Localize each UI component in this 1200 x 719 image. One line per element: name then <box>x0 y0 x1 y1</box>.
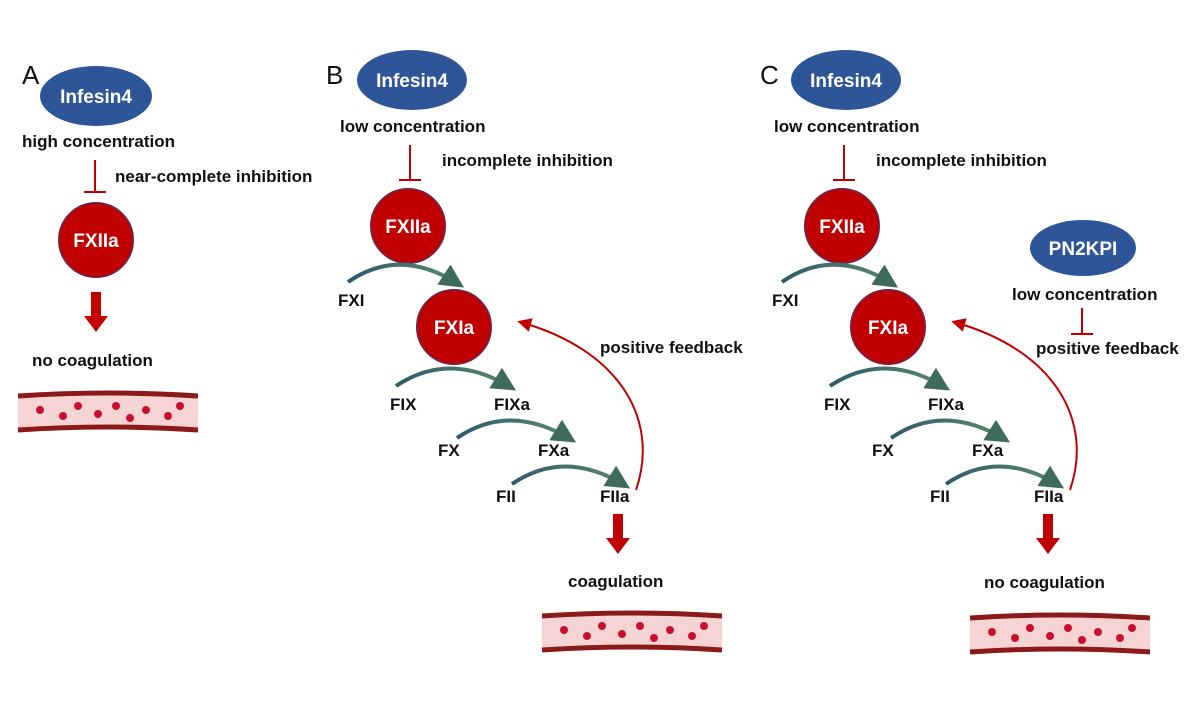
panel-b-fix: FIX <box>390 395 417 414</box>
panel-c-fii: FII <box>930 487 950 506</box>
panel-c-fix: FIX <box>824 395 851 414</box>
panel-c-infesin4-oval <box>791 50 901 110</box>
panel-b-infesin4-oval <box>357 50 467 110</box>
panel-a-block-arrow <box>84 292 108 332</box>
panel-b-fixa: FIXa <box>494 395 530 414</box>
panel-b-letter: B <box>326 60 343 90</box>
panel-b-fx-activation-arrow <box>455 418 577 443</box>
panel-c-blood-vessel <box>969 612 1151 655</box>
panel-c-pn2kpi-oval <box>1030 220 1136 276</box>
panel-b-fxia-label: FXIa <box>434 318 475 339</box>
panel-b-fxiia-label: FXIIa <box>385 217 431 238</box>
panel-b-fxiia-node <box>370 188 446 264</box>
panel-c-fx-activation-arrow <box>889 418 1011 443</box>
panel-c-concentration: low concentration <box>774 117 919 136</box>
panel-c-fiia: FIIa <box>1034 487 1064 506</box>
panel-c-feedback-arrow <box>951 318 1078 491</box>
panel-c-inhibition-symbol <box>833 145 855 181</box>
panel-c-fxia-node <box>850 289 926 365</box>
panel-b-fiia: FIIa <box>600 487 630 506</box>
panel-b-fxi-activation-arrow <box>346 262 465 288</box>
panel-c-feedback-label: positive feedback <box>1036 339 1179 358</box>
panel-a-outcome: no coagulation <box>32 351 153 370</box>
panel-b-fxia-node <box>416 289 492 365</box>
panel-c-inhibition-label: incomplete inhibition <box>876 151 1047 170</box>
panel-b-fii: FII <box>496 487 516 506</box>
panel-c-pn2kpi-label: PN2KPI <box>1049 239 1118 260</box>
panel-c-fxi-activation-arrow <box>780 262 899 288</box>
panel-b-fxa: FXa <box>538 441 570 460</box>
panel-b-outcome: coagulation <box>568 572 663 591</box>
panel-b-fx: FX <box>438 441 460 460</box>
panel-c-fx: FX <box>872 441 894 460</box>
panel-c-fxia-label: FXIa <box>868 318 909 339</box>
panel-c-fixa: FIXa <box>928 395 964 414</box>
panel-c-block-arrow <box>1036 514 1060 554</box>
panel-b-concentration: low concentration <box>340 117 485 136</box>
panel-c-second-inhibition-symbol <box>1071 308 1093 335</box>
panel-c-fxa: FXa <box>972 441 1004 460</box>
panel-c-infesin4-label: Infesin4 <box>810 71 882 92</box>
panel-b-fxi: FXI <box>338 291 364 310</box>
panel-c-outcome: no coagulation <box>984 573 1105 592</box>
panel-a-inhibition-symbol <box>84 160 106 193</box>
panel-b-fii-activation-arrow <box>510 464 631 489</box>
panel-b: B Infesin4 low concentration incomplete … <box>326 50 743 653</box>
panel-a-infesin4-label: Infesin4 <box>60 87 132 108</box>
panel-b-feedback-label: positive feedback <box>600 338 743 357</box>
panel-a: A Infesin4 high concentration near-compl… <box>17 60 312 433</box>
panel-b-inhibition-label: incomplete inhibition <box>442 151 613 170</box>
panel-c-fii-activation-arrow <box>944 464 1065 489</box>
panel-b-block-arrow <box>606 514 630 554</box>
panel-b-feedback-arrow <box>517 318 644 491</box>
panel-b-infesin4-label: Infesin4 <box>376 71 448 92</box>
panel-b-blood-vessel <box>541 610 723 653</box>
panel-a-fxiia-node <box>58 202 134 278</box>
panel-a-infesin4-oval <box>40 66 152 126</box>
panel-a-fxiia-label: FXIIa <box>73 231 119 252</box>
panel-a-inhibition-label: near-complete inhibition <box>115 167 312 186</box>
panel-a-letter: A <box>22 60 40 90</box>
panel-b-fix-activation-arrow <box>394 366 517 391</box>
panel-c-fxiia-node <box>804 188 880 264</box>
panel-b-inhibition-symbol <box>399 145 421 181</box>
panel-c-fxiia-label: FXIIa <box>819 217 865 238</box>
panel-a-concentration: high concentration <box>22 132 175 151</box>
panel-c-second-concentration: low concentration <box>1012 285 1157 304</box>
panel-c-letter: C <box>760 60 779 90</box>
panel-c-fix-activation-arrow <box>828 366 951 391</box>
panel-c-fxi: FXI <box>772 291 798 310</box>
panel-c: C Infesin4 low concentration incomplete … <box>760 50 1179 655</box>
panel-a-blood-vessel <box>17 390 199 433</box>
